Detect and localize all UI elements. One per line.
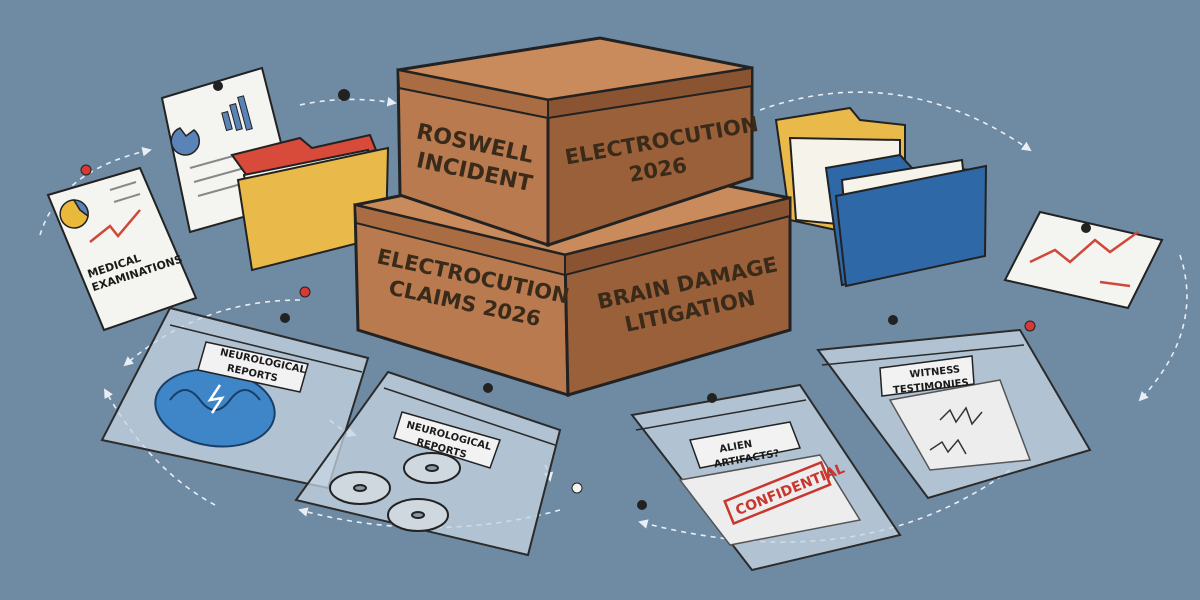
disc-evidence-bag: NEUROLOGICALREPORTS bbox=[294, 370, 562, 557]
bottom-box bbox=[353, 156, 792, 398]
top-box bbox=[396, 36, 754, 248]
red-yellow-folder bbox=[230, 133, 390, 272]
witness-evidence-bag: WITNESSTESTIMONIES bbox=[816, 315, 1092, 500]
artifact-evidence-bag: ALIENARTIFACTS? CONFIDENTIAL bbox=[630, 383, 902, 572]
brain-evidence-bag: NEUROLOGICALREPORTS bbox=[100, 306, 370, 490]
line-graph-paper bbox=[1003, 210, 1164, 310]
disc-icon bbox=[329, 452, 461, 532]
blue-folder bbox=[824, 153, 988, 288]
medical-examinations-paper: MEDICALEXAMINATIONS bbox=[46, 164, 198, 332]
pins bbox=[299, 89, 1036, 510]
